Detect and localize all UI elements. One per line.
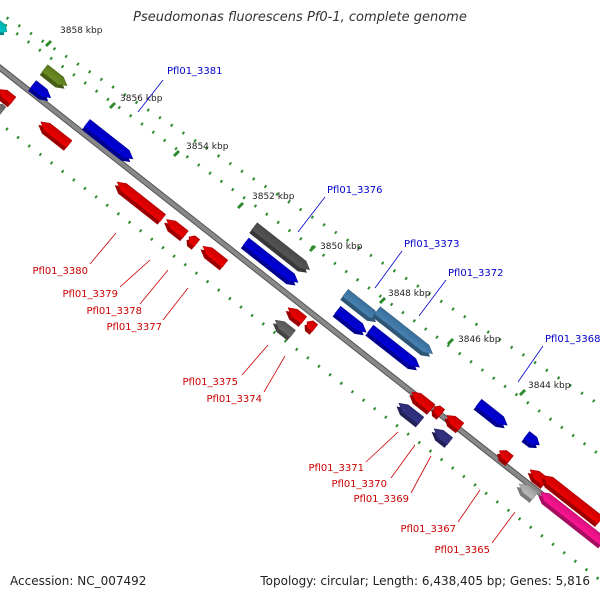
gene-red-3369a — [444, 415, 465, 434]
leader-line — [365, 431, 399, 463]
leader-line — [410, 455, 432, 494]
gene-cyan — [0, 20, 8, 36]
gene-label-reverse[interactable]: Pfl01_3380 — [32, 266, 88, 277]
gene-gray-edge — [0, 103, 7, 118]
gene-blue-3381a — [28, 80, 52, 101]
gene-blue-3372 — [365, 324, 420, 371]
gene-red-3377 — [200, 245, 229, 271]
tick-label: 3854 kbp — [186, 142, 229, 152]
gene-blue-3381 — [81, 119, 134, 163]
gene-gray-3375 — [272, 319, 296, 341]
topology-text: Topology: circular; Length: 6,438,405 bp… — [260, 574, 590, 588]
leader-line — [374, 250, 403, 289]
tick-mark — [378, 296, 387, 305]
accession-text: Accession: NC_007492 — [10, 574, 147, 588]
gene-label-reverse[interactable]: Pfl01_3377 — [106, 322, 162, 333]
gene-blue-small — [521, 431, 540, 449]
gene-label-forward[interactable]: Pfl01_3368 — [545, 334, 600, 345]
gene-label-reverse[interactable]: Pfl01_3365 — [434, 545, 490, 556]
tick-mark — [446, 337, 455, 346]
tick-mark — [44, 39, 53, 48]
gene-gray-3376 — [249, 222, 310, 273]
leader-line — [517, 345, 544, 383]
gene-red-3379 — [164, 219, 189, 242]
gene-blue-3373 — [332, 305, 367, 336]
gene-label-reverse[interactable]: Pfl01_3375 — [182, 377, 238, 388]
gene-red-3380a — [38, 121, 73, 151]
tick-mark — [308, 244, 317, 253]
tick-mark — [108, 101, 117, 110]
kbp-ticks: 3858 kbp 3856 kbp 3854 kbp 3852 kbp 3850 kbp… — [44, 26, 571, 397]
gene-label-forward[interactable]: Pfl01_3372 — [448, 268, 504, 279]
tick-label: 3850 kbp — [320, 242, 363, 252]
gene-label-reverse[interactable]: Pfl01_3367 — [400, 524, 456, 535]
gene-steel-3373 — [340, 289, 379, 323]
gene-label-reverse[interactable]: Pfl01_3370 — [331, 479, 387, 490]
backbone-line — [0, 65, 600, 543]
leader-line — [119, 259, 151, 288]
genome-backbone — [0, 64, 600, 544]
gene-blue-3368 — [473, 398, 508, 429]
tick-label: 3856 kbp — [120, 94, 163, 104]
label-leader-lines — [89, 79, 544, 544]
dotted-guide-0 — [4, 23, 600, 457]
gene-navy-3371 — [396, 402, 425, 428]
gene-label-reverse[interactable]: Pfl01_3369 — [353, 494, 409, 505]
gene-label-forward[interactable]: Pfl01_3373 — [404, 239, 460, 250]
dotted-guide-1 — [0, 121, 600, 582]
gene-blue-3376 — [240, 237, 299, 286]
leader-line — [491, 511, 516, 544]
tick-label: 3858 kbp — [60, 26, 103, 36]
gene-lightgray-3367 — [516, 483, 539, 503]
dotted-guide-2 — [0, 11, 600, 407]
tick-label: 3846 kbp — [458, 335, 501, 345]
gene-red-3374a — [304, 320, 319, 335]
gene-red-3378 — [186, 235, 201, 250]
gene-olive — [39, 64, 68, 89]
leader-line — [457, 489, 481, 523]
leader-line — [241, 344, 269, 376]
leader-line — [162, 287, 189, 321]
gene-labels: Pfl01_3381Pfl01_3376Pfl01_3373Pfl01_3372… — [32, 66, 600, 556]
gene-red-3365 — [541, 475, 600, 527]
leader-line — [89, 232, 117, 265]
tick-mark — [518, 388, 527, 397]
leader-line — [418, 279, 447, 317]
gene-red-3367a — [497, 450, 514, 467]
dotted-guide-lines — [0, 11, 600, 582]
gene-label-forward[interactable]: Pfl01_3381 — [167, 66, 223, 77]
gene-label-forward[interactable]: Pfl01_3376 — [327, 185, 383, 196]
gene-red-3375a — [285, 307, 308, 327]
gene-pink-3365 — [538, 491, 600, 549]
gene-features — [0, 20, 600, 549]
gene-steel-3372 — [372, 306, 433, 357]
tick-mark — [236, 201, 245, 210]
leader-line — [137, 79, 164, 113]
gene-label-reverse[interactable]: Pfl01_3379 — [62, 289, 118, 300]
gene-red-3380 — [114, 181, 166, 225]
tick-label: 3848 kbp — [388, 289, 431, 299]
tick-label: 3852 kbp — [252, 192, 295, 202]
gene-label-reverse[interactable]: Pfl01_3374 — [206, 394, 262, 405]
gene-navy-3369 — [431, 428, 454, 448]
gene-red-3371a — [409, 391, 436, 415]
gene-label-reverse[interactable]: Pfl01_3371 — [308, 463, 364, 474]
gene-red-edge — [0, 89, 17, 108]
tick-mark — [172, 149, 181, 158]
leader-line — [297, 196, 326, 233]
leader-line — [263, 355, 286, 393]
gene-label-reverse[interactable]: Pfl01_3378 — [86, 306, 142, 317]
leader-line — [390, 444, 416, 479]
tick-label: 3844 kbp — [528, 381, 571, 391]
map-title: Pseudomonas fluorescens Pf0-1, complete … — [133, 10, 467, 25]
gene-red-3370a — [431, 405, 446, 420]
leader-line — [139, 269, 169, 305]
